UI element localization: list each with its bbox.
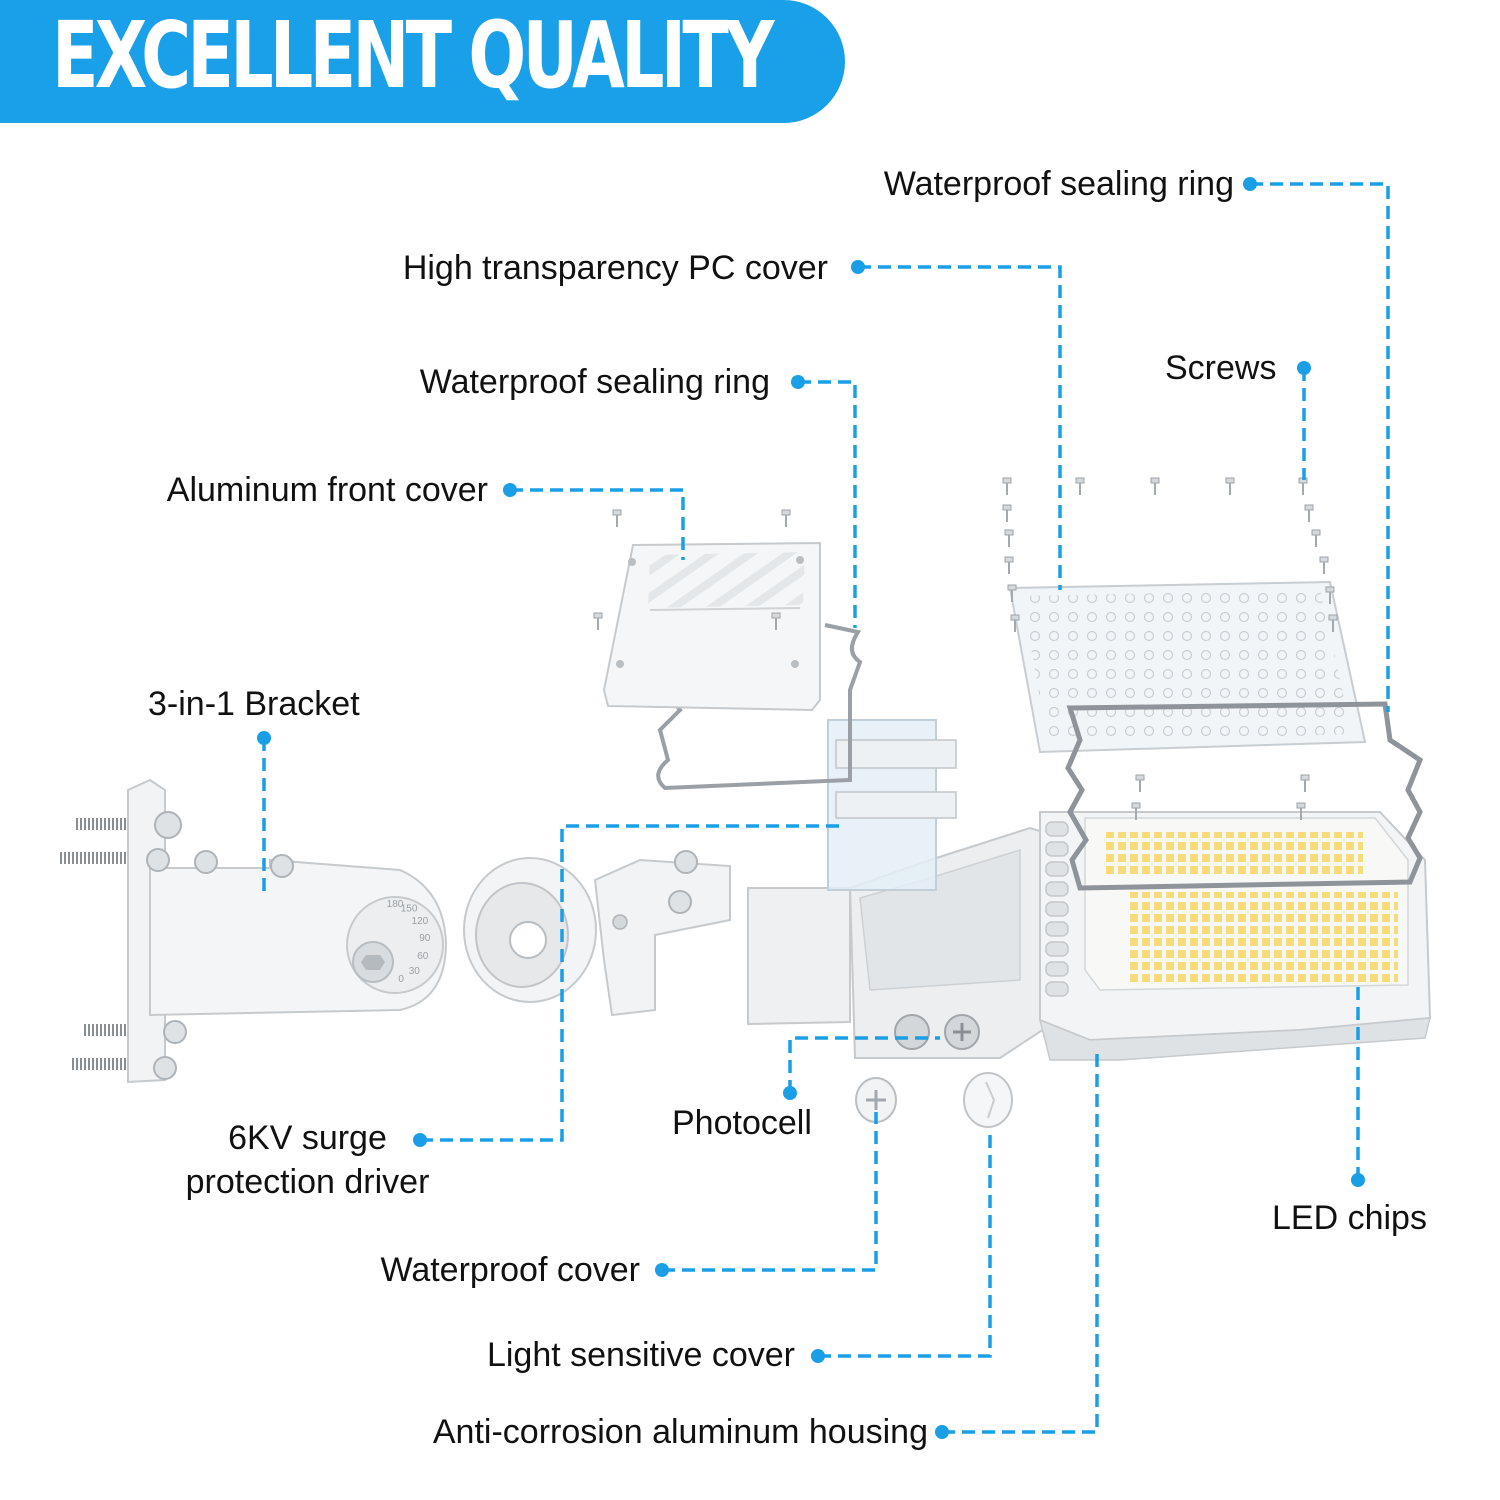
label-light-sensitive-cover: Light sensitive cover bbox=[486, 1336, 795, 1374]
leader-dot bbox=[257, 731, 271, 745]
label-led-chips: LED chips bbox=[1272, 1199, 1427, 1237]
label-waterproof-sealing-ring-mid: Waterproof sealing ring bbox=[419, 363, 770, 401]
leader-dots bbox=[257, 177, 1365, 1439]
leader-dot bbox=[791, 375, 805, 389]
leader-dot bbox=[413, 1133, 427, 1147]
screw bbox=[1328, 614, 1338, 632]
screw bbox=[1004, 529, 1014, 547]
leader-line bbox=[798, 380, 857, 628]
housing-fin bbox=[1045, 881, 1069, 897]
housing-fin bbox=[1045, 961, 1069, 977]
banner-title: EXCELLENT QUALITY bbox=[52, 2, 774, 109]
leader-line bbox=[510, 488, 685, 560]
bracket-bolts bbox=[60, 818, 132, 1070]
bracket-scale-tick: 60 bbox=[417, 951, 429, 962]
screw bbox=[1311, 529, 1321, 547]
label-housing: Anti-corrosion aluminum housing bbox=[432, 1413, 928, 1451]
leader-dot bbox=[851, 260, 865, 274]
sealing-ring-large bbox=[1065, 701, 1424, 891]
leader-dot bbox=[935, 1425, 949, 1439]
screw bbox=[1002, 504, 1012, 522]
leader-dot bbox=[1243, 177, 1257, 191]
led-board-illustration bbox=[1084, 817, 1409, 991]
leader-lines bbox=[262, 182, 1390, 1434]
light-sensitive-cover-illustration bbox=[963, 1072, 1013, 1128]
bracket-scale-tick: 150 bbox=[401, 903, 418, 914]
screw bbox=[781, 509, 791, 527]
screw bbox=[1004, 556, 1014, 574]
screw bbox=[1007, 584, 1017, 602]
swivel-knuckle-illustration bbox=[463, 850, 731, 1017]
pc-cover-illustration bbox=[1008, 580, 1367, 754]
housing-fin bbox=[1045, 821, 1069, 837]
screw bbox=[1319, 556, 1329, 574]
screw bbox=[771, 612, 781, 630]
leader-line bbox=[662, 1112, 878, 1272]
label-waterproof-cover: Waterproof cover bbox=[380, 1251, 641, 1289]
leader-dot bbox=[783, 1086, 797, 1100]
leader-line bbox=[818, 1132, 992, 1358]
screw bbox=[1296, 802, 1306, 820]
housing-fin bbox=[1045, 901, 1069, 917]
screw bbox=[1010, 614, 1020, 632]
screws bbox=[593, 477, 1338, 820]
housing-fin bbox=[1045, 981, 1069, 997]
bracket-scale-tick: 90 bbox=[419, 933, 431, 944]
screw bbox=[1131, 802, 1141, 820]
label-pc-cover: High transparency PC cover bbox=[402, 249, 828, 287]
bracket-scale-tick: 120 bbox=[412, 916, 429, 927]
screw bbox=[1002, 477, 1012, 495]
leader-line bbox=[942, 1050, 1099, 1434]
bracket-scale-tick: 180 bbox=[387, 899, 404, 910]
housing-fin bbox=[1045, 861, 1069, 877]
housing-fin bbox=[1045, 841, 1069, 857]
label-screws: Screws bbox=[1165, 349, 1277, 387]
title-banner: EXCELLENT QUALITY bbox=[0, 0, 845, 123]
bracket-scale-tick: 30 bbox=[409, 966, 421, 977]
leader-dot bbox=[1351, 1173, 1365, 1187]
screw bbox=[1150, 477, 1160, 495]
screw bbox=[1075, 477, 1085, 495]
screw bbox=[1135, 774, 1145, 792]
housing-fin bbox=[1045, 941, 1069, 957]
leader-dot bbox=[655, 1263, 669, 1277]
leader-line bbox=[420, 824, 840, 1142]
leader-line bbox=[1250, 182, 1390, 712]
housing-fins bbox=[1045, 821, 1069, 997]
screw bbox=[1325, 586, 1335, 604]
label-surge-driver-line1: 6KV surge bbox=[228, 1119, 387, 1157]
screw bbox=[1304, 504, 1314, 522]
label-aluminum-front-cover: Aluminum front cover bbox=[166, 471, 488, 509]
leader-dot bbox=[811, 1349, 825, 1363]
screw bbox=[1298, 477, 1308, 495]
front-cover-illustration bbox=[602, 541, 821, 712]
screw bbox=[612, 509, 622, 527]
leader-dot bbox=[1297, 361, 1311, 375]
leader-line bbox=[858, 265, 1062, 590]
driver-illustration bbox=[827, 719, 957, 891]
label-photocell: Photocell bbox=[672, 1104, 812, 1142]
label-surge-driver-line2: protection driver bbox=[185, 1163, 430, 1202]
screw bbox=[1300, 774, 1310, 792]
leader-dot bbox=[503, 483, 517, 497]
label-surge-driver: 6KV surge protection driver bbox=[160, 1116, 455, 1204]
label-bracket: 3-in-1 Bracket bbox=[148, 685, 360, 723]
housing-fin bbox=[1045, 921, 1069, 937]
screw bbox=[1225, 477, 1235, 495]
sealing-wire-mid bbox=[656, 623, 863, 791]
label-waterproof-sealing-ring-top: Waterproof sealing ring bbox=[883, 165, 1234, 203]
bracket-scale-tick: 0 bbox=[398, 974, 404, 985]
screw bbox=[593, 612, 603, 630]
